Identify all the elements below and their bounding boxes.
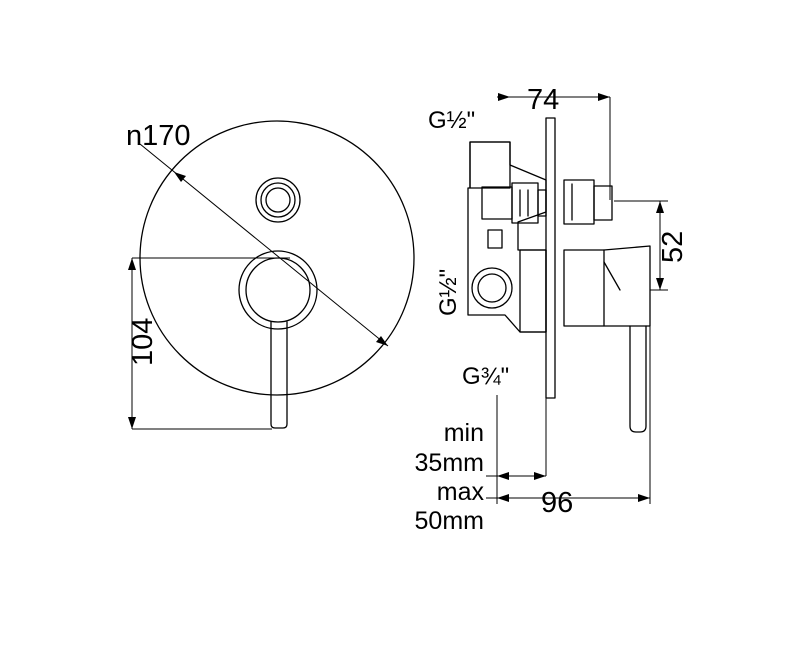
- offset-dimension-line: [614, 200, 668, 291]
- side-outlet: [471, 267, 513, 309]
- depth-dimension-line: [497, 93, 611, 200]
- diameter-dimension-line: [139, 143, 389, 347]
- height-label: 104: [127, 318, 159, 366]
- bottom-thread-label: G¾": [462, 363, 509, 390]
- offset-label: 52: [657, 231, 689, 263]
- max-label: max: [437, 478, 485, 506]
- min-label: min: [444, 419, 484, 447]
- max-value: 50mm: [415, 507, 484, 535]
- min-value: 35mm: [415, 449, 484, 477]
- diverter-stem: [481, 179, 613, 225]
- diverter-knob: [255, 177, 301, 223]
- wall-plate: [545, 117, 556, 399]
- lever-side: [629, 325, 647, 433]
- total-depth-label: 96: [541, 487, 573, 519]
- depth-label: 74: [527, 84, 559, 116]
- top-inlet: [469, 141, 511, 189]
- height-dimension-line: [128, 257, 290, 430]
- small-nut: [487, 229, 503, 249]
- main-cartridge: [519, 245, 651, 333]
- top-thread-label: G½": [428, 107, 475, 134]
- total-depth-dimension-line: [486, 326, 651, 504]
- handle-hub: [238, 250, 318, 330]
- front-view: n170 104: [126, 120, 415, 430]
- diameter-label: n170: [126, 120, 191, 152]
- lever-handle: [270, 321, 288, 429]
- side-thread-label: G½": [435, 269, 462, 316]
- wall-depth-dimension-line: [486, 395, 547, 504]
- side-view: 74 52 96 G½" G½" G¾": [415, 84, 689, 535]
